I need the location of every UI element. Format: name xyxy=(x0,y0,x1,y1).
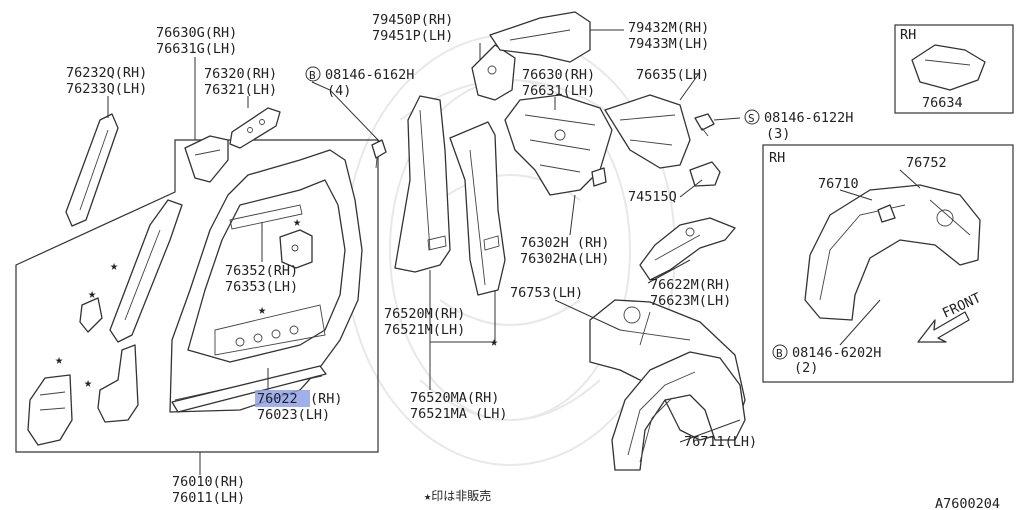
figure-id: A7600204 xyxy=(935,496,1000,510)
star-note: ★印は非販売 xyxy=(424,488,491,503)
label-79451p: 79451P(LH) xyxy=(372,28,453,44)
label-08146-6202h: 08146-6202H xyxy=(792,345,881,361)
screw-s-circle-icon xyxy=(744,109,760,125)
rh-inset-large xyxy=(762,144,1014,383)
rear-pillar-lower[interactable] xyxy=(97,344,139,423)
label-76353: 76353(LH) xyxy=(225,279,298,295)
label-76302h: 76302H (RH) xyxy=(520,235,609,251)
star-mark: ★ xyxy=(258,302,266,318)
label-76011: 76011(LH) xyxy=(172,490,245,506)
label-76521ma: 76521MA (LH) xyxy=(410,406,508,422)
label-76631: 76631(LH) xyxy=(522,83,595,99)
label-76631g: 76631G(LH) xyxy=(156,41,237,57)
star-mark: ★ xyxy=(490,334,498,350)
label-76710: 76710 xyxy=(818,176,859,192)
side-sill-panel[interactable] xyxy=(171,365,327,413)
bracket-79450p[interactable] xyxy=(471,44,516,101)
clip-76302h[interactable] xyxy=(591,167,607,187)
star-mark: ★ xyxy=(55,352,63,368)
highlight-76022 xyxy=(255,390,310,407)
wheelhouse-liner-76711[interactable] xyxy=(611,351,746,471)
label-76302ha: 76302HA(LH) xyxy=(520,251,609,267)
label-76711: 76711(LH) xyxy=(684,434,757,450)
rear-pillar-inner-76520ma[interactable] xyxy=(449,121,506,296)
leader-lines xyxy=(107,29,921,475)
label-76233q: 76233Q(LH) xyxy=(66,81,147,97)
label-79432m: 79432M(RH) xyxy=(628,20,709,36)
label-08146-6122h: 08146-6122H xyxy=(764,110,853,126)
label-76320: 76320(RH) xyxy=(204,66,277,82)
bracket-76630g[interactable] xyxy=(184,135,229,183)
star-mark: ★ xyxy=(293,214,301,230)
front-pillar-lower[interactable] xyxy=(27,374,73,446)
label-08146-6162h: 08146-6162H xyxy=(325,67,414,83)
side-outer-panel[interactable] xyxy=(169,149,363,413)
label-76521m: 76521M(LH) xyxy=(384,322,465,338)
label-76232q: 76232Q(RH) xyxy=(66,65,147,81)
label-qty-3: (3) xyxy=(766,126,790,142)
label-76022-side: (RH) xyxy=(310,391,343,407)
label-76622m: 76622M(RH) xyxy=(650,277,731,293)
label-79450p: 79450P(RH) xyxy=(372,12,453,28)
rail-79432m[interactable] xyxy=(489,11,591,63)
label-76630g: 76630G(RH) xyxy=(156,25,237,41)
bolt-08146-6162h[interactable] xyxy=(371,139,387,169)
pillar-76232q[interactable] xyxy=(65,113,119,227)
bolt-b-circle-icon xyxy=(305,66,321,82)
screw-08146-6122h[interactable] xyxy=(694,113,715,137)
label-76635: 76635(LH) xyxy=(636,67,709,83)
bolt-b-letter: B xyxy=(309,69,316,82)
label-74515q: 74515Q xyxy=(628,189,677,205)
bracket-76320[interactable] xyxy=(229,107,281,149)
bracket-76352[interactable] xyxy=(279,229,313,269)
label-76752: 76752 xyxy=(906,155,947,171)
label-76630: 76630(RH) xyxy=(522,67,595,83)
star-mark: ★ xyxy=(88,286,96,302)
label-rh-small: RH xyxy=(900,27,916,43)
label-76623m: 76623M(LH) xyxy=(650,293,731,309)
panel-76635[interactable] xyxy=(604,94,691,169)
label-76634: 76634 xyxy=(922,95,963,111)
non-sale-stars: ★ ★ ★ ★ ★ ★ ★ xyxy=(55,214,498,391)
rh-inset-small xyxy=(894,24,1014,114)
star-mark: ★ xyxy=(84,375,92,391)
label-rh-large: RH xyxy=(769,150,785,166)
center-pillar-inner-76520m[interactable] xyxy=(394,95,451,273)
hook-74515q[interactable] xyxy=(689,161,721,187)
label-76520m: 76520M(RH) xyxy=(384,306,465,322)
label-76321: 76321(LH) xyxy=(204,82,277,98)
part-labels: 76630G(RH) 76631G(LH) 76232Q(RH) 76233Q(… xyxy=(66,12,1000,510)
label-76022-code: 76022 xyxy=(257,391,298,407)
bracket-76622m[interactable] xyxy=(639,217,736,281)
label-76023: 76023(LH) xyxy=(257,407,330,423)
bolt-b2-circle-icon xyxy=(772,344,788,360)
star-mark: ★ xyxy=(110,258,118,274)
pillar-reinforcement-left[interactable] xyxy=(109,199,183,343)
screw-s-letter: S xyxy=(748,112,755,125)
front-arrow-icon xyxy=(917,311,970,343)
label-76352: 76352(RH) xyxy=(225,263,298,279)
small-bracket-left[interactable] xyxy=(79,297,103,333)
label-76010: 76010(RH) xyxy=(172,474,245,490)
label-qty-2: (2) xyxy=(794,360,818,376)
label-76520ma: 76520MA(RH) xyxy=(410,390,499,406)
bolt-b2-letter: B xyxy=(776,347,783,360)
label-qty-4: (4) xyxy=(327,83,351,99)
label-76753: 76753(LH) xyxy=(510,285,583,301)
label-79433m: 79433M(LH) xyxy=(628,36,709,52)
